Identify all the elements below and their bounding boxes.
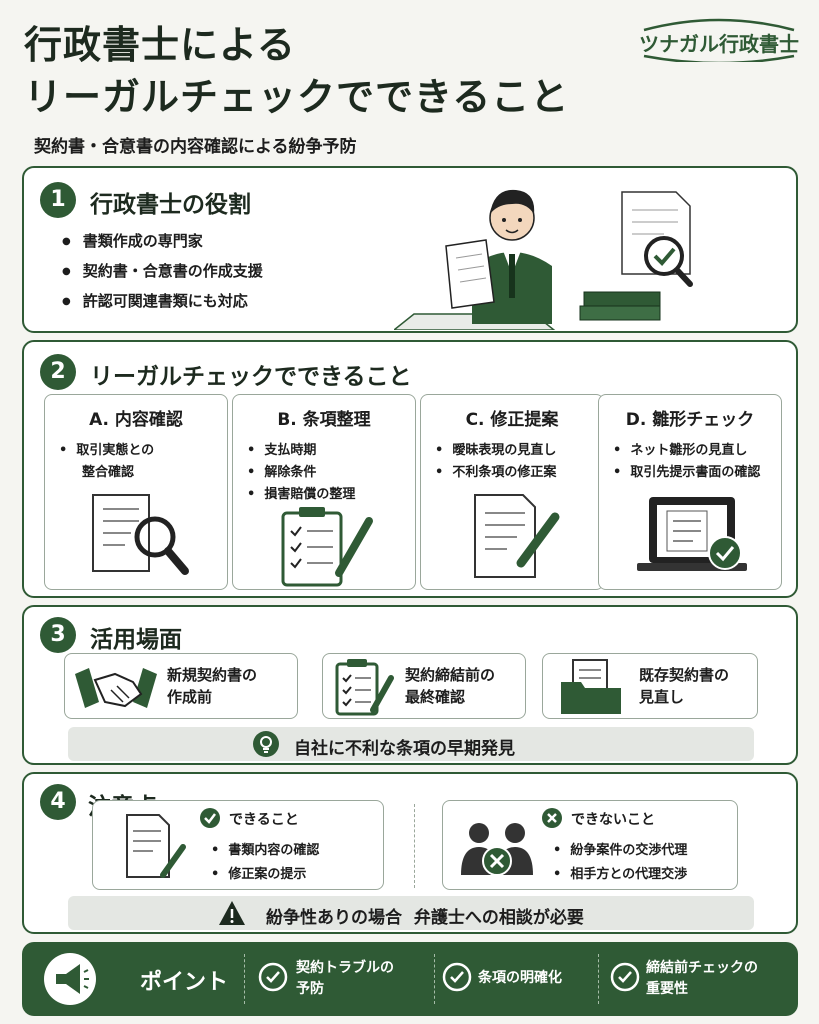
- document-pen-icon: [474, 494, 560, 578]
- cannot-do-item: 相手方との代理交渉: [553, 863, 687, 882]
- role-bullet: 許認可関連書類にも対応: [62, 290, 248, 311]
- document-pen-icon: [126, 814, 186, 878]
- point-item-line1: 条項の明確化: [478, 970, 562, 986]
- cannot-do-item: 紛争案件の交渉代理: [553, 839, 687, 858]
- brand-arc-icon: [643, 18, 795, 62]
- divider: [598, 954, 599, 1004]
- folder-document-icon: [561, 659, 621, 714]
- point-item-line1: 契約トラブルの: [296, 960, 394, 976]
- card-item: 解除条件: [247, 461, 316, 480]
- section-use-cases: 3 活用場面 新規契約書の 作成前 契約締結前の 最終確認 既存契約書の: [22, 605, 798, 765]
- role-bullet: 書類作成の専門家: [62, 230, 203, 251]
- lawyer-illustration-icon: [394, 189, 693, 330]
- scene-label-line2: 最終確認: [405, 688, 466, 706]
- warning-icon: [219, 901, 245, 925]
- check-circle-icon: [258, 962, 288, 992]
- section-number: 1: [40, 182, 76, 218]
- lightbulb-icon: [253, 731, 279, 757]
- scene-review-existing: 既存契約書の 見直し: [542, 653, 758, 719]
- card-template-check: D. 雛形チェック ネット雛形の見直し 取引先提示書面の確認: [598, 394, 782, 590]
- scene-label-line2: 作成前: [167, 688, 213, 706]
- clipboard-check-icon: [335, 659, 394, 716]
- divider: [414, 804, 415, 888]
- card-revision-proposal: C. 修正提案 曖昧表現の見直し 不利条項の修正案: [420, 394, 604, 590]
- card-item: 曖昧表現の見直し: [435, 439, 556, 458]
- divider: [434, 954, 435, 1004]
- section-title: 行政書士の役割: [90, 192, 251, 218]
- check-circle-icon: [200, 808, 220, 828]
- cannot-do-box: できないこと 紛争案件の交渉代理 相手方との代理交渉: [442, 800, 738, 890]
- highlight-bar: 自社に不利な条項の早期発見: [68, 727, 754, 761]
- scene-new-contract: 新規契約書の 作成前: [64, 653, 298, 719]
- can-do-item: 書類内容の確認: [211, 839, 319, 858]
- point-item: 条項の明確化: [478, 968, 562, 989]
- divider: [244, 954, 245, 1004]
- role-bullet: 契約書・合意書の作成支援: [62, 260, 263, 281]
- brand-logo: ツナガル行政書士: [628, 12, 810, 62]
- page-title-line1: 行政書士による: [24, 23, 296, 67]
- card-item: 支払時期: [247, 439, 316, 458]
- card-item: 整合確認: [82, 465, 135, 480]
- card-item: ネット雛形の見直し: [613, 439, 747, 458]
- brand-name: ツナガル行政書士: [639, 32, 799, 56]
- card-item: 損害賠償の整理: [247, 483, 355, 502]
- card-title: A. 内容確認: [89, 410, 183, 430]
- can-do-box: できること 書類内容の確認 修正案の提示: [92, 800, 384, 890]
- check-circle-icon: [610, 962, 640, 992]
- point-label: ポイント: [140, 970, 229, 995]
- point-item-line1: 締結前チェックの: [646, 960, 758, 976]
- card-item: 不利条項の修正案: [435, 461, 556, 480]
- scene-label-line1: 新規契約書の: [167, 666, 258, 684]
- cross-circle-icon: [542, 808, 562, 828]
- page-title-line2: リーガルチェックでできること: [24, 75, 570, 119]
- laptop-check-icon: [637, 497, 747, 571]
- megaphone-icon: [44, 953, 96, 1005]
- point-item: 契約トラブルの 予防: [296, 958, 394, 1000]
- section-notes: 4 注意点 できること 書類内容の確認 修正案の提示 できないこと: [22, 772, 798, 934]
- section-number: 3: [40, 617, 76, 653]
- highlight-text: 自社に不利な条項の早期発見: [294, 739, 515, 759]
- card-item: 取引実態との: [59, 439, 154, 458]
- card-title: C. 修正提案: [465, 410, 559, 430]
- cannot-do-heading: できないこと: [571, 812, 655, 828]
- check-circle-icon: [442, 962, 472, 992]
- point-item: 締結前チェックの 重要性: [646, 958, 758, 1000]
- scene-label-line1: 契約締結前の: [405, 666, 496, 684]
- point-item-line2: 予防: [296, 981, 324, 997]
- handshake-icon: [75, 668, 157, 708]
- can-do-item: 修正案の提示: [211, 863, 306, 882]
- people-cross-icon: [461, 823, 533, 876]
- section-number: 4: [40, 784, 76, 820]
- scene-label-line2: 見直し: [639, 688, 685, 706]
- page-subtitle: 契約書・合意書の内容確認による紛争予防: [34, 137, 357, 157]
- card-title: B. 条項整理: [277, 410, 371, 430]
- section-number: 2: [40, 354, 76, 390]
- section-capabilities: 2 リーガルチェックでできること A. 内容確認 取引実態との 整合確認 B. …: [22, 340, 798, 598]
- section-role: 1 行政書士の役割 書類作成の専門家 契約書・合意書の作成支援 許認可関連書類に…: [22, 166, 798, 333]
- card-item: 取引先提示書面の確認: [613, 461, 760, 480]
- clipboard-checklist-icon: [281, 507, 373, 587]
- section-title: リーガルチェックでできること: [90, 364, 412, 390]
- section-title: 活用場面: [90, 627, 182, 653]
- point-footer: ポイント 契約トラブルの 予防 条項の明確化 締結前チェックの 重要性: [22, 942, 798, 1016]
- can-do-heading: できること: [229, 812, 299, 828]
- document-magnifier-icon: [92, 494, 189, 575]
- card-title: D. 雛形チェック: [625, 410, 755, 430]
- scene-label-line1: 既存契約書の: [639, 666, 730, 684]
- warning-text: 紛争性ありの場合 弁護士への相談が必要: [266, 908, 584, 928]
- warning-bar: 紛争性ありの場合 弁護士への相談が必要: [68, 896, 754, 930]
- point-item-line2: 重要性: [646, 981, 688, 997]
- card-clause-organize: B. 条項整理 支払時期 解除条件 損害賠償の整理: [232, 394, 416, 590]
- scene-final-check: 契約締結前の 最終確認: [322, 653, 526, 719]
- card-content-check: A. 内容確認 取引実態との 整合確認: [44, 394, 228, 590]
